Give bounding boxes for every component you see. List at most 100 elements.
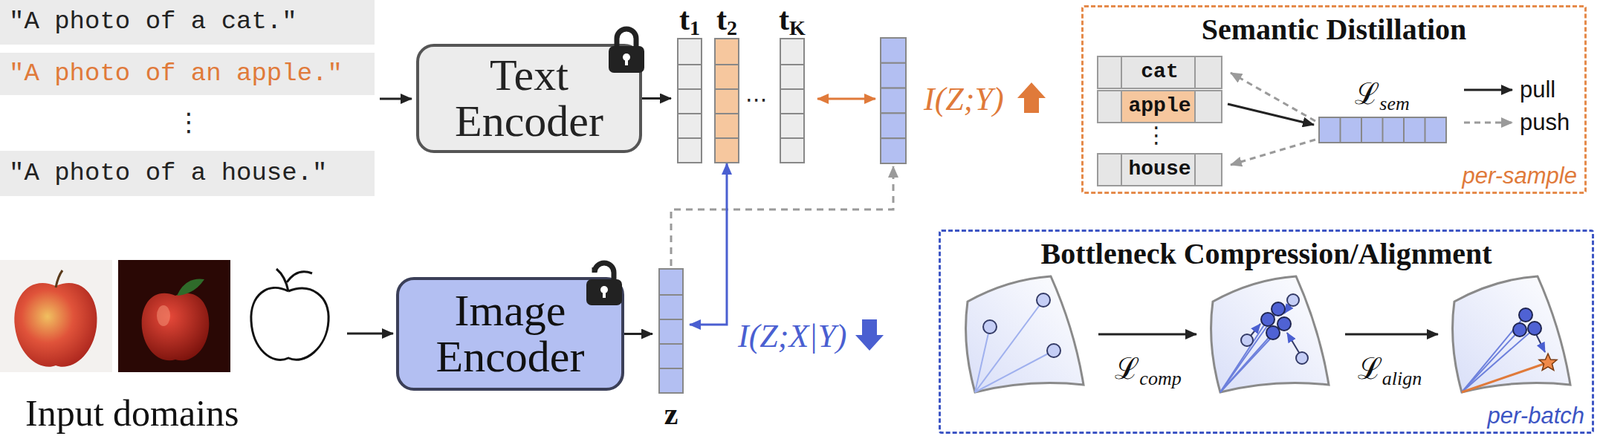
vector-cell <box>715 137 738 163</box>
legend-pull-sample <box>1464 89 1513 92</box>
ray <box>975 300 1044 393</box>
node-text: apple <box>1128 94 1191 119</box>
distillation-panel: Semantic Distillationper-samplecatappleh… <box>1081 5 1587 194</box>
vector-cell <box>659 318 683 344</box>
vector-cell <box>715 39 738 64</box>
subscript: sem <box>1379 92 1410 114</box>
apple-shape <box>14 283 97 368</box>
feature-dot <box>983 320 997 334</box>
cap-shape <box>966 276 1084 393</box>
symbol-main: t <box>679 2 690 37</box>
class-token: apple <box>1096 89 1223 124</box>
node-text: Text Encoder <box>433 52 625 144</box>
apple-stem <box>55 270 63 288</box>
vector-column <box>677 37 703 164</box>
vector-bar <box>1319 117 1447 143</box>
legend-text: pull <box>1519 76 1556 104</box>
lock-closed-icon <box>608 28 645 73</box>
apple-shape <box>141 293 210 361</box>
vector-cell <box>678 137 701 163</box>
vector-cell <box>715 88 738 113</box>
feature-dot <box>1518 308 1533 322</box>
vector-cell <box>678 88 701 113</box>
vector-column <box>779 37 805 164</box>
symbol-main: z <box>664 396 679 432</box>
vector-label: z <box>645 396 698 431</box>
panel-note: per-sample <box>1461 162 1577 190</box>
apple-leaf <box>176 278 205 296</box>
subscript: K <box>789 16 806 40</box>
cell-divider <box>1360 117 1363 143</box>
connector <box>624 332 653 336</box>
vector-cell <box>678 63 701 89</box>
vector-column <box>714 37 740 164</box>
embedding-vector: z <box>652 268 690 431</box>
vector-cell <box>781 112 804 138</box>
keyhole <box>600 286 608 294</box>
vector-cell <box>781 88 804 113</box>
ray <box>1220 310 1279 393</box>
vector-cell <box>678 112 701 138</box>
ellipsis: ⋮ <box>176 107 202 137</box>
cell-divider <box>1403 117 1405 143</box>
input-arrow <box>347 332 394 336</box>
keyhole <box>602 289 606 299</box>
vector-column <box>658 268 684 394</box>
decrease-arrow <box>855 319 884 351</box>
vector-cell <box>678 39 701 64</box>
vector-cell <box>659 269 683 295</box>
ray <box>1461 328 1535 393</box>
push-arrow <box>1230 139 1316 165</box>
mutual-information: I(Z;X|Y) <box>737 317 848 356</box>
symbol-main: ℒ <box>1354 76 1380 111</box>
class-token: house <box>1096 153 1223 187</box>
sphere-cap <box>966 276 1084 393</box>
lock-body <box>586 279 623 306</box>
painting-background <box>118 260 231 373</box>
prompt-box: "A photo of an apple." <box>0 52 375 96</box>
cap-shape <box>1211 276 1329 393</box>
vector-cell <box>781 63 804 89</box>
lock-shackle <box>594 263 614 281</box>
step-arrow <box>1345 333 1438 336</box>
input-arrow <box>379 98 412 101</box>
node-text: Image Encoder <box>413 288 607 380</box>
ray <box>1220 324 1285 393</box>
cell-divider <box>1339 117 1342 143</box>
text-star <box>1539 353 1557 371</box>
apple-sketch <box>237 260 342 373</box>
subscript: align <box>1382 367 1422 389</box>
feature-dot <box>1241 334 1253 347</box>
move-arrow <box>1287 332 1301 356</box>
feature-vector <box>880 37 906 164</box>
lock-open-icon <box>586 263 623 306</box>
vector-label: t2 <box>700 1 753 36</box>
encoder-box: Text Encoder <box>416 43 643 154</box>
node-text: "A photo of a cat." <box>8 7 298 37</box>
connector <box>642 97 672 100</box>
ray <box>1220 332 1274 393</box>
vector-cell <box>659 294 683 319</box>
feature-dot <box>1296 352 1308 365</box>
projection-line <box>671 166 894 267</box>
symbol-main: t <box>778 2 790 37</box>
vector-label: t1 <box>663 1 716 36</box>
embedding-vector: t2 <box>708 1 746 164</box>
feature-dot <box>1261 312 1275 327</box>
sketch-leaf <box>286 271 313 283</box>
vector-cell <box>659 367 683 393</box>
feature-dot <box>1036 293 1051 307</box>
subscript: 1 <box>689 16 701 40</box>
vector-cell <box>715 112 738 138</box>
loss-label: ℒcomp <box>1114 347 1181 388</box>
feature-dot <box>1047 344 1061 358</box>
cell-divider <box>1424 117 1427 143</box>
pull-arrow <box>1227 104 1314 125</box>
cell-divider <box>1382 117 1384 143</box>
legend-push-sample <box>1464 121 1513 125</box>
embedding-vector: t1 <box>671 1 709 164</box>
panel-title: Semantic Distillation <box>1083 11 1585 47</box>
vector-cell <box>880 88 906 114</box>
feature-dot <box>1287 294 1300 307</box>
similarity-arrow <box>817 98 876 101</box>
